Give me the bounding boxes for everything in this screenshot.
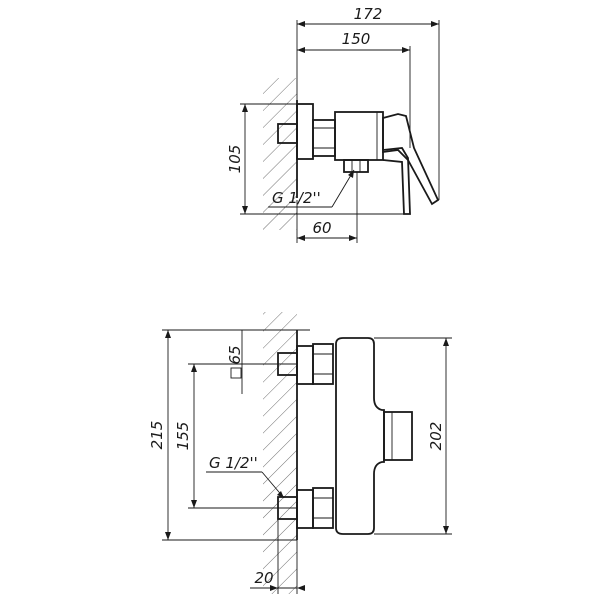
cover-plate-top bbox=[382, 147, 411, 215]
dim-202-label: 202 bbox=[427, 422, 445, 451]
dim-65-label: 65 bbox=[226, 345, 244, 364]
flange-top bbox=[296, 103, 314, 160]
mixer-body bbox=[335, 337, 385, 535]
upper-flange bbox=[296, 345, 314, 385]
thread-label-front: G 1/2'' bbox=[209, 454, 258, 472]
front-view: 215 155 65 202 20 G 1/2'' bbox=[148, 312, 452, 594]
dim-20-label: 20 bbox=[254, 569, 273, 587]
lever-top bbox=[382, 113, 440, 206]
dim-155-label: 155 bbox=[174, 422, 192, 451]
dim-215-label: 215 bbox=[148, 421, 166, 450]
upper-nut bbox=[312, 343, 334, 385]
wall-hatch-bottom bbox=[263, 312, 297, 594]
wall-hatch-top bbox=[263, 78, 297, 230]
square-symbol bbox=[230, 367, 242, 379]
lower-flange bbox=[296, 489, 314, 529]
thread-label-top: G 1/2'' bbox=[272, 189, 321, 207]
dim-150-label: 150 bbox=[342, 30, 371, 48]
top-view: 172 150 105 60 G 1/2'' bbox=[226, 5, 440, 243]
nut-top bbox=[312, 119, 336, 157]
dim-60-label: 60 bbox=[312, 219, 331, 237]
lower-nut bbox=[312, 487, 334, 529]
dim-172-label: 172 bbox=[354, 5, 383, 23]
dim-105-label: 105 bbox=[226, 145, 244, 174]
outlet-top bbox=[343, 159, 369, 173]
body-top bbox=[334, 111, 384, 161]
outlet-spout bbox=[383, 411, 413, 461]
